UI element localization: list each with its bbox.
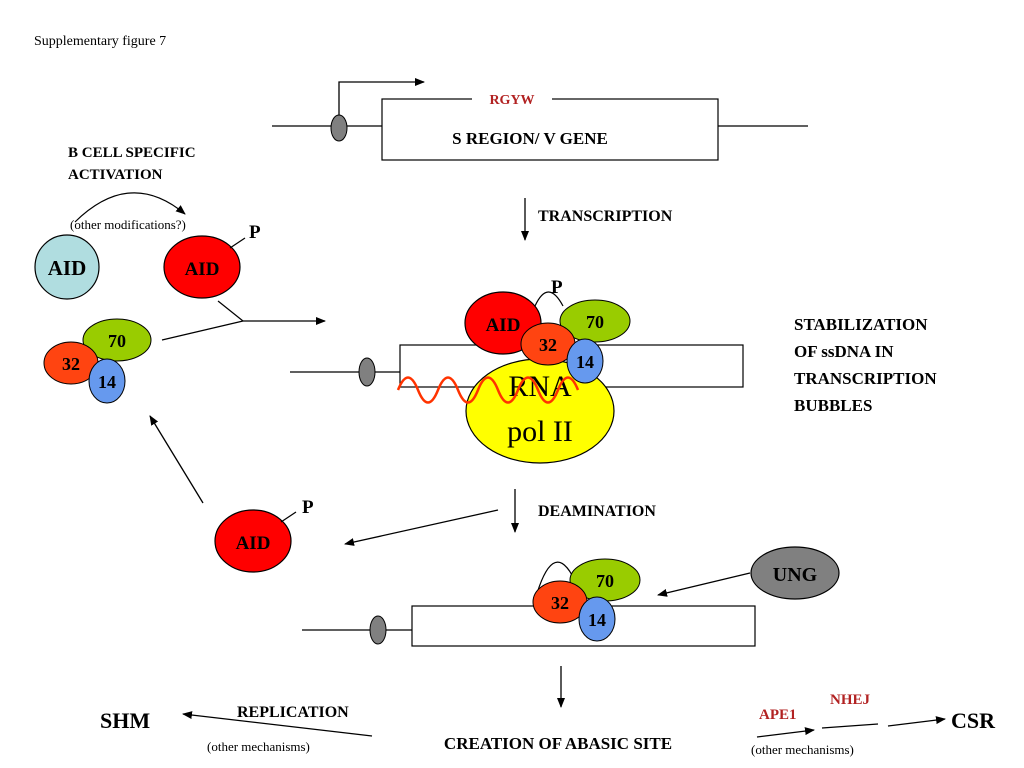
- aid-released-p-label: P: [302, 497, 314, 518]
- s-region-label: S REGION/ V GENE: [452, 129, 608, 148]
- rpa32-bottom-label: 32: [551, 593, 569, 613]
- rpa70-label: 70: [108, 331, 126, 351]
- ung-arrow: [657, 572, 751, 597]
- aid-bound-label: AID: [486, 315, 521, 336]
- aid-phospho-label: AID: [185, 259, 220, 280]
- motif-label-bg: [472, 92, 552, 106]
- rpa14-bottom-label: 14: [588, 610, 606, 630]
- aid-release-arrow: [344, 509, 499, 546]
- aid-inactive-label: AID: [48, 256, 87, 280]
- csr-arrow: [887, 716, 946, 727]
- transcription-label: TRANSCRIPTION: [538, 208, 673, 225]
- stabilization-line3: TRANSCRIPTION: [794, 369, 937, 388]
- merge-line-rpa: [161, 320, 244, 341]
- rna-transcript-wave: [396, 376, 580, 404]
- middle-gene: RNA pol II AID P 70 32 14: [290, 277, 744, 464]
- rna-pol-label-line2: pol II: [507, 415, 573, 448]
- rpa14-bottom-node: [578, 596, 616, 642]
- top-gene: RGYW S REGION/ V GENE: [272, 78, 808, 161]
- top-promoter: [330, 114, 348, 142]
- activation-note: (other modifications?): [70, 217, 186, 232]
- nhej-segment: [821, 723, 879, 729]
- rpa14-bound-node: [566, 338, 604, 384]
- recycle-arrow: [149, 415, 204, 504]
- rpa32-bound-label: 32: [539, 335, 557, 355]
- aid-rpa-link: [534, 291, 564, 307]
- rpa70-node: [82, 318, 152, 362]
- stabilization-line1: STABILIZATION: [794, 315, 928, 334]
- rpa14-node: [88, 358, 126, 404]
- ape1-arrow: [756, 727, 815, 738]
- rgyw-motif-label: RGYW: [489, 93, 534, 108]
- stabilization-line4: BUBBLES: [794, 396, 872, 415]
- figure-caption: Supplementary figure 7: [34, 34, 166, 49]
- rpa32-label: 32: [62, 354, 80, 374]
- aid-phospho-node: [163, 235, 241, 299]
- shm-other-mechanisms: (other mechanisms): [207, 739, 310, 754]
- replication-label: REPLICATION: [237, 704, 349, 721]
- middle-promoter: [358, 357, 376, 387]
- rpa14-label: 14: [98, 372, 116, 392]
- ape1-label: APE1: [759, 707, 797, 723]
- stabilization-line2: OF ssDNA IN: [794, 342, 894, 361]
- rpa14-bound-label: 14: [576, 352, 594, 372]
- transcription-start-arrow: [338, 78, 425, 115]
- deamination-label: DEAMINATION: [538, 503, 656, 520]
- rna-pol-label-line1: RNA: [508, 370, 572, 403]
- rpa70-bound-label: 70: [586, 312, 604, 332]
- bottom-gene: 70 32 14: [302, 558, 756, 647]
- aid-released-node: [214, 509, 292, 573]
- merge-line-aid: [217, 300, 244, 322]
- ung-label: UNG: [773, 564, 818, 586]
- abasic-site-label: CREATION OF ABASIC SITE: [444, 734, 672, 753]
- aid-inactive-node: [34, 234, 100, 300]
- aid-bound-p-label: P: [551, 277, 563, 298]
- aid-released-bond: [280, 511, 297, 523]
- shm-label: SHM: [100, 708, 150, 733]
- bottom-promoter: [369, 615, 387, 645]
- rpa-complex-left: 70 32 14: [43, 318, 152, 404]
- csr-other-mechanisms: (other mechanisms): [751, 742, 854, 757]
- activation-arrow: [74, 192, 186, 223]
- activation-title-line2: ACTIVATION: [68, 167, 163, 183]
- shm-arrow: [182, 711, 373, 737]
- rpa70-bound-node: [559, 299, 631, 343]
- aid-released-label: AID: [236, 533, 271, 554]
- activation-title-line1: B CELL SPECIFIC: [68, 145, 196, 161]
- s-region-box: [381, 98, 719, 161]
- csr-label: CSR: [951, 708, 996, 733]
- ung-node: [750, 546, 840, 600]
- phospho-bond: [229, 237, 246, 249]
- phospho-p-label: P: [249, 222, 261, 243]
- nhej-label: NHEJ: [830, 692, 871, 708]
- rpa70-bottom-label: 70: [596, 571, 614, 591]
